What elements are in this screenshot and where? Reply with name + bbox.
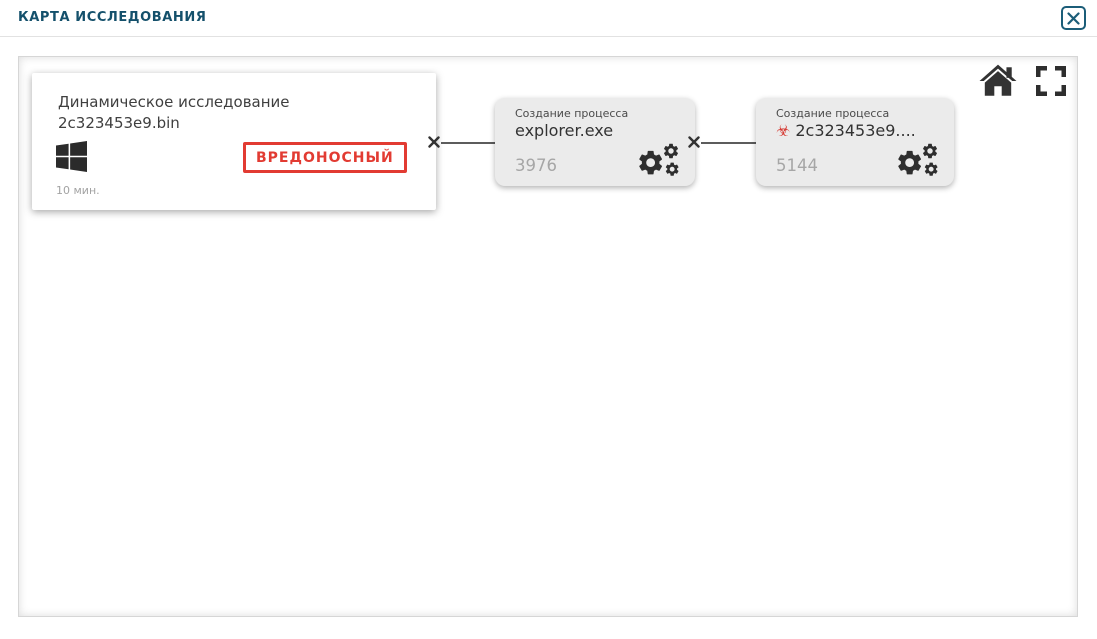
process-gears-icon [898, 143, 938, 176]
dialog-header: КАРТА ИССЛЕДОВАНИЯ [0, 0, 1097, 37]
analysis-title: Динамическое исследование 2c323453e9.bin [58, 92, 290, 134]
process-node-sample[interactable]: Создание процесса ☣ 2c323453e9.... 5144 [756, 98, 954, 186]
verdict-badge: ВРЕДОНОСНЫЙ [243, 142, 407, 173]
process-name: explorer.exe [515, 121, 613, 140]
edge-line [441, 142, 495, 144]
analysis-title-line2: 2c323453e9.bin [58, 114, 180, 132]
edge-line [701, 142, 756, 144]
analysis-root-card[interactable]: Динамическое исследование 2c323453e9.bin… [32, 73, 436, 210]
canvas-controls [979, 64, 1067, 98]
close-icon [1067, 11, 1080, 25]
process-name: ☣ 2c323453e9.... [776, 121, 916, 140]
process-pid: 5144 [776, 156, 818, 175]
process-gears-icon [639, 143, 679, 176]
biohazard-icon: ☣ [776, 120, 791, 140]
research-map-canvas[interactable]: Динамическое исследование 2c323453e9.bin… [18, 56, 1078, 617]
process-action-label: Создание процесса [776, 107, 890, 120]
windows-logo-icon [56, 141, 87, 172]
process-name-text: 2c323453e9.... [795, 121, 916, 140]
page-title: КАРТА ИССЛЕДОВАНИЯ [18, 10, 207, 25]
process-node-explorer[interactable]: Создание процесса explorer.exe 3976 [495, 98, 695, 186]
home-icon[interactable] [979, 64, 1017, 98]
analysis-title-line1: Динамическое исследование [58, 93, 290, 111]
edge-collapse-x-icon[interactable] [428, 136, 440, 148]
process-pid: 3976 [515, 156, 557, 175]
analysis-duration: 10 мин. [56, 184, 100, 197]
process-action-label: Создание процесса [515, 107, 629, 120]
fullscreen-icon[interactable] [1035, 65, 1067, 97]
edge-collapse-x-icon[interactable] [688, 136, 700, 148]
process-name-text: explorer.exe [515, 121, 614, 140]
close-button[interactable] [1061, 6, 1086, 30]
